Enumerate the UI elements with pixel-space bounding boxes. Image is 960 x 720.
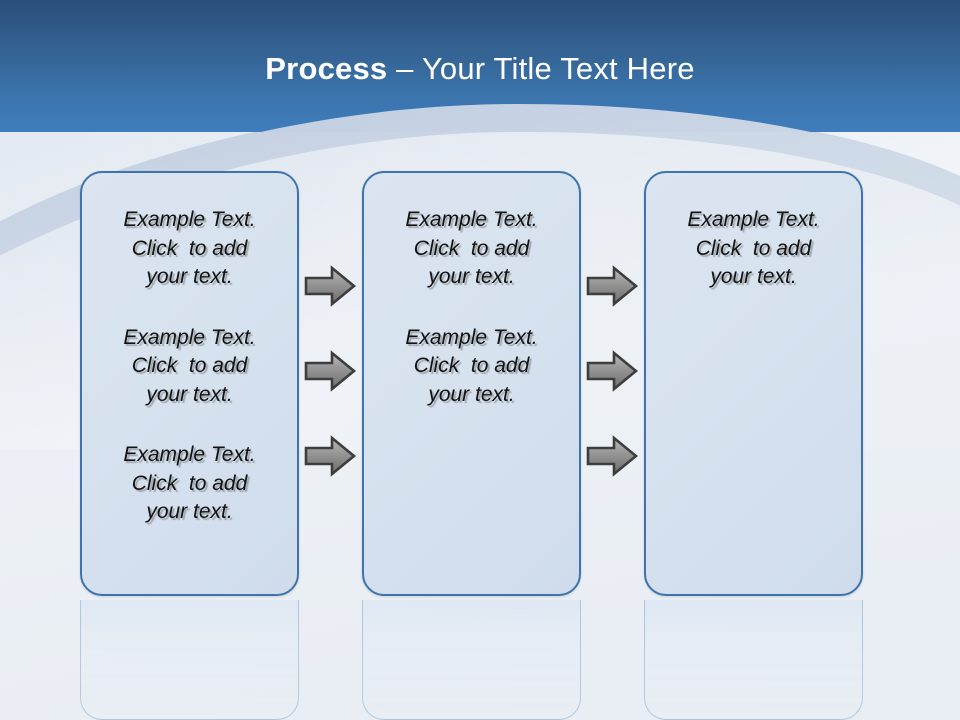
- process-box-1[interactable]: Example Text. Click to add your text. Ex…: [80, 171, 299, 596]
- process-box-2-content: Example Text. Click to add your text. Ex…: [378, 206, 565, 409]
- page-title-rest: Your Title Text Here: [421, 51, 695, 86]
- arrow-right-icon[interactable]: [585, 264, 639, 308]
- arrow-right-icon[interactable]: [303, 434, 357, 478]
- process-box-1-content: Example Text. Click to add your text. Ex…: [96, 206, 283, 527]
- arrow-right-icon[interactable]: [303, 349, 357, 393]
- process-box-3[interactable]: Example Text. Click to add your text.: [644, 171, 863, 596]
- page-title-bold: Process: [265, 51, 388, 86]
- process-box-2-text-1[interactable]: Example Text. Click to add your text.: [405, 208, 538, 288]
- process-box-2[interactable]: Example Text. Click to add your text. Ex…: [362, 171, 581, 596]
- process-box-1-text-3[interactable]: Example Text. Click to add your text.: [123, 443, 256, 523]
- page-title: Process – Your Title Text Here: [0, 50, 960, 88]
- arrow-right-icon[interactable]: [303, 264, 357, 308]
- process-box-1-text-1[interactable]: Example Text. Click to add your text.: [123, 208, 256, 288]
- process-box-1-text-2[interactable]: Example Text. Click to add your text.: [123, 325, 256, 406]
- arrow-right-icon[interactable]: [585, 434, 639, 478]
- process-box-3-text-1[interactable]: Example Text. Click to add your text.: [687, 208, 820, 288]
- process-box-2-text-2[interactable]: Example Text. Click to add your text.: [405, 325, 538, 406]
- page-title-dash: –: [387, 51, 422, 86]
- arrow-right-icon[interactable]: [585, 349, 639, 393]
- process-box-3-content: Example Text. Click to add your text.: [660, 206, 847, 292]
